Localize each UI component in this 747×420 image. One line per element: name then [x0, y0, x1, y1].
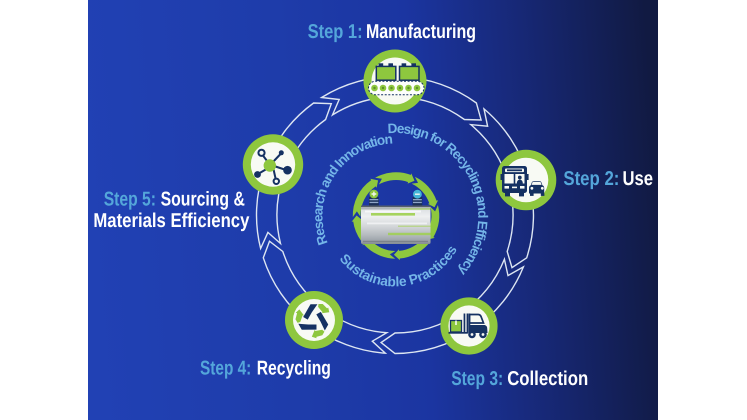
svg-text:Step 4:: Step 4: [200, 358, 251, 380]
svg-text:Use: Use [623, 168, 654, 190]
svg-text:Step 5:: Step 5: [104, 189, 156, 211]
svg-text:Sourcing &: Sourcing & [161, 189, 245, 211]
svg-text:Step 2:: Step 2: [563, 168, 619, 190]
svg-text:Step 1:: Step 1: [308, 21, 363, 43]
svg-text:Manufacturing: Manufacturing [366, 21, 476, 43]
svg-text:Step 3:: Step 3: [451, 368, 503, 390]
svg-text:Recycling: Recycling [257, 358, 331, 380]
svg-text:Materials Efficiency: Materials Efficiency [93, 210, 250, 232]
svg-text:Collection: Collection [507, 368, 588, 390]
